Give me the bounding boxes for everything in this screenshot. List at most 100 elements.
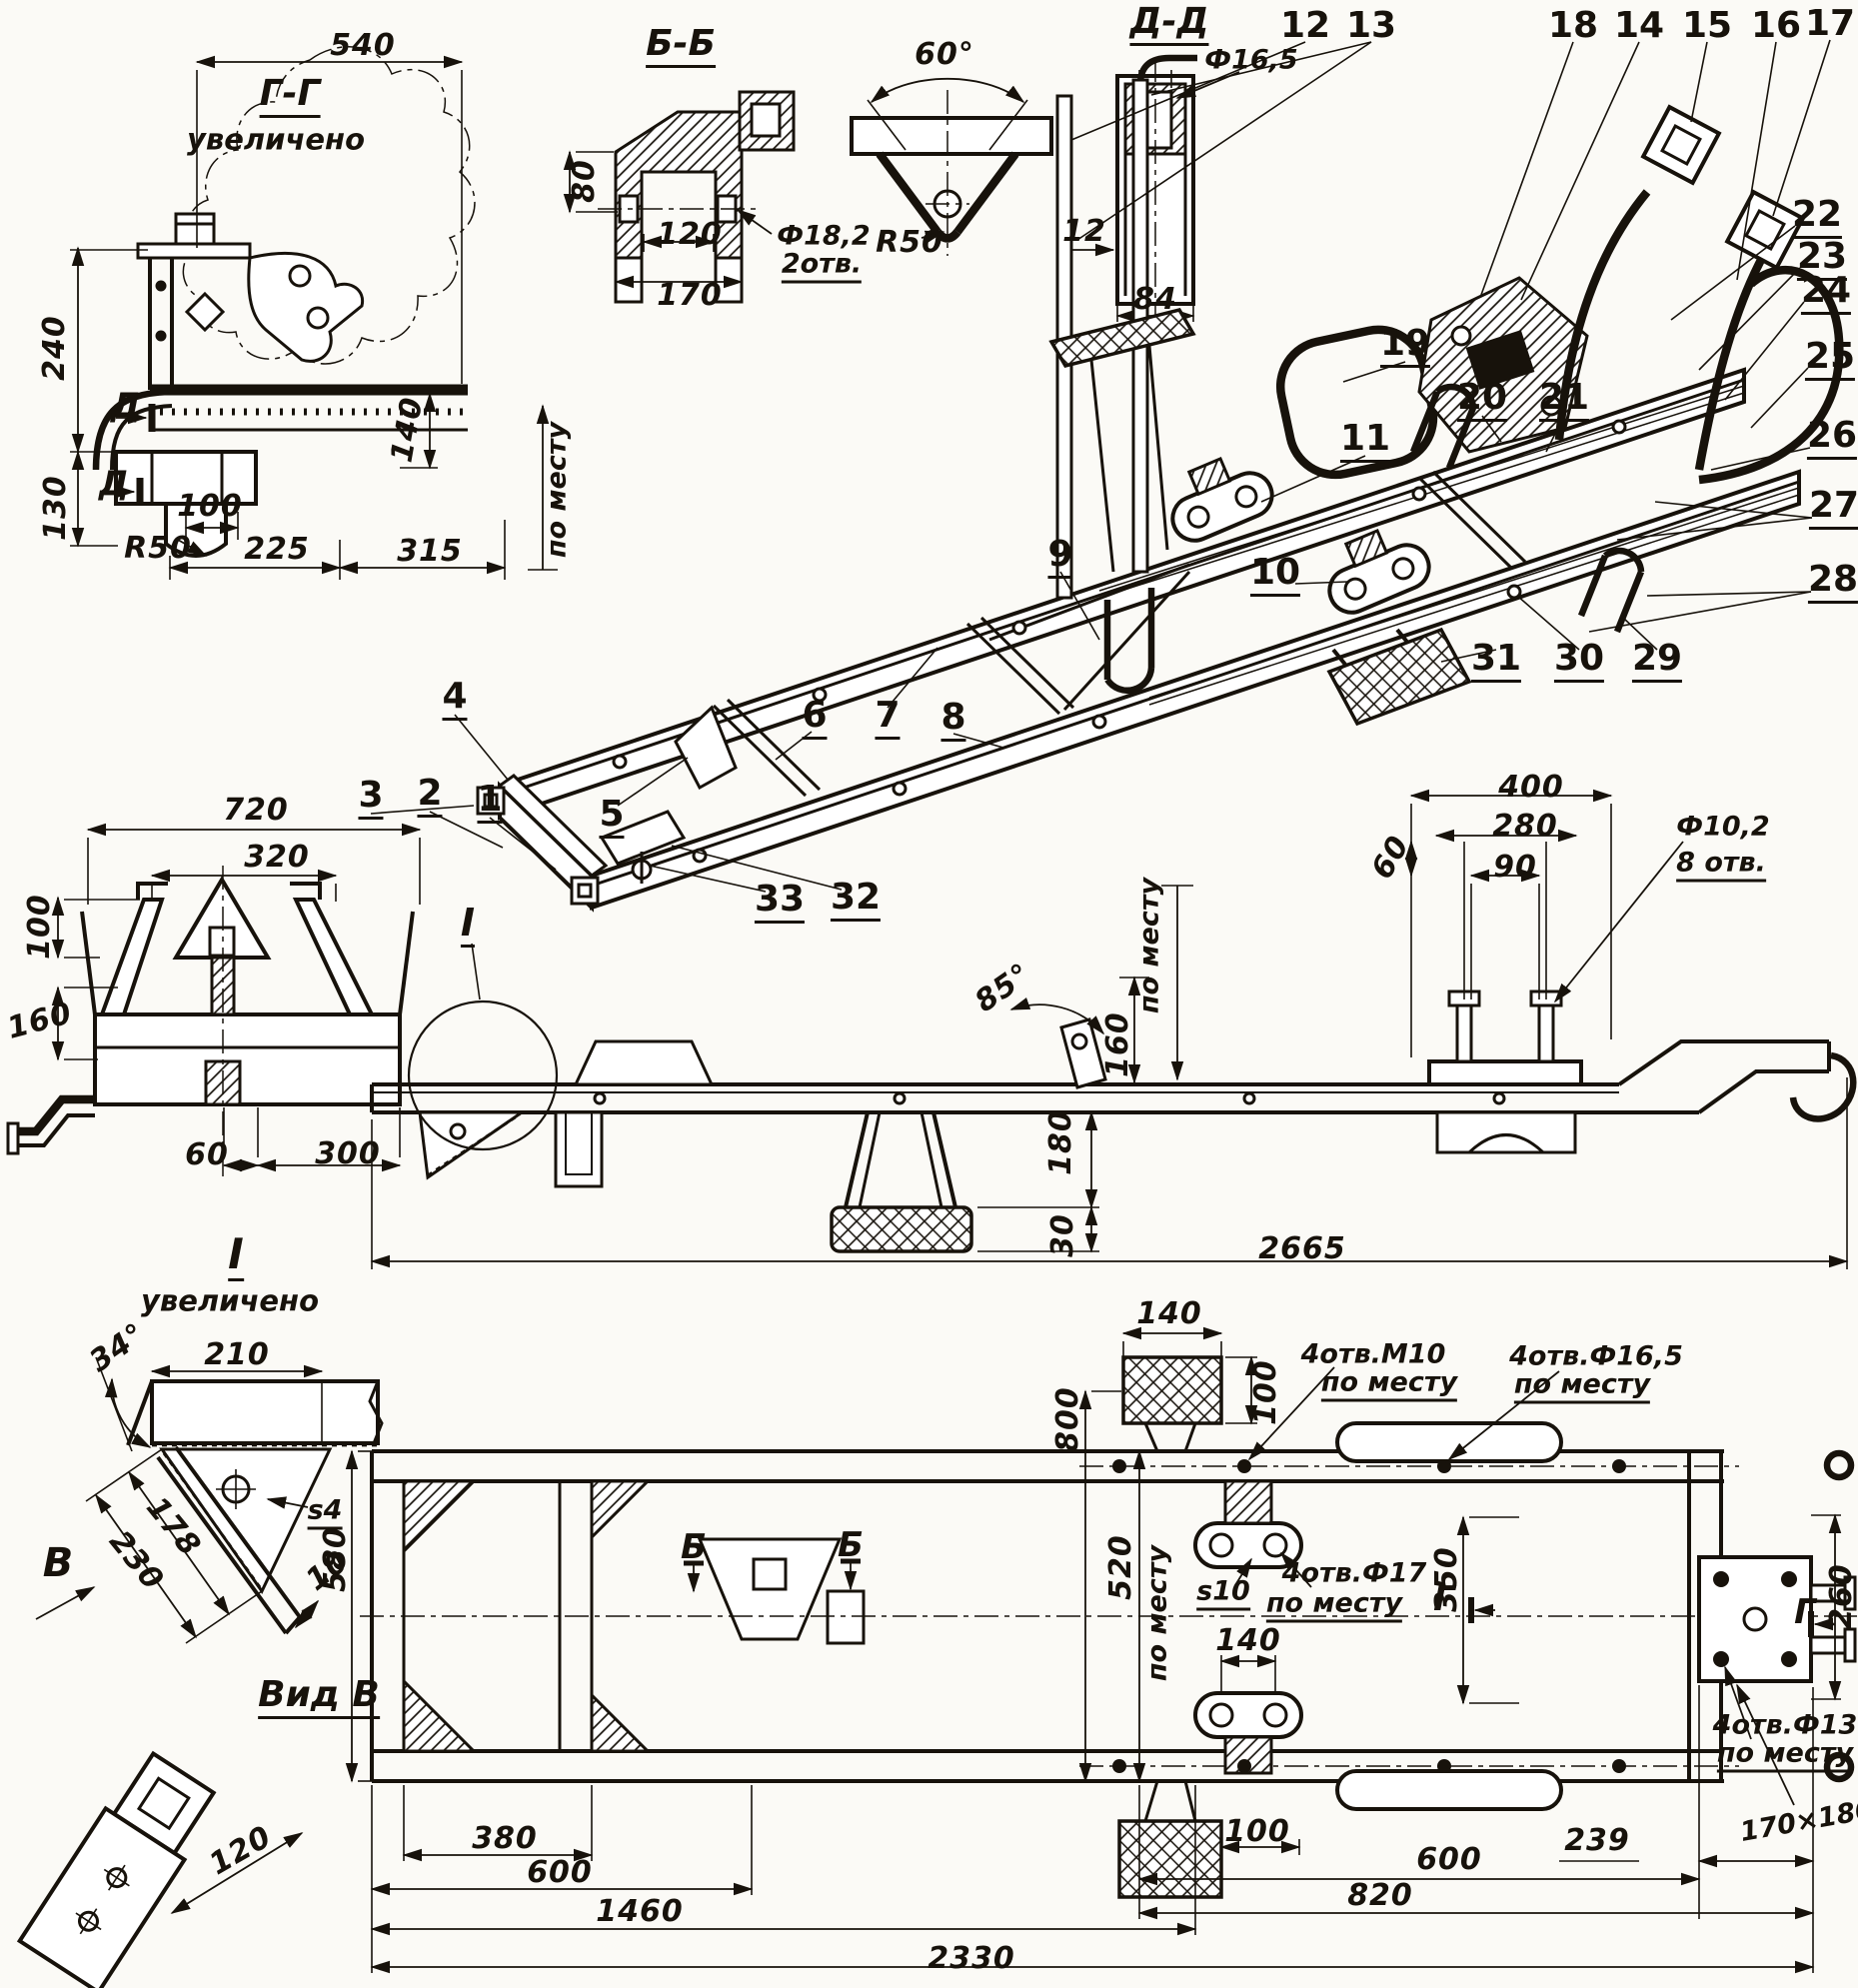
label-81-380: 380 [472,1821,538,1856]
label-78-820: 820 [1347,1878,1413,1913]
label-73-по_месту: по месту [1716,1740,1854,1773]
label-1-Г-Г: Г-Г [259,76,321,118]
label-48-2665: 2665 [1258,1231,1346,1266]
label-53-Ф10,2: Ф10,2 [1676,811,1770,843]
plan-view-drawing [345,1326,1857,1974]
label-23-12: 12 [1062,214,1106,249]
callout-17: 17 [1804,3,1856,44]
callout-21: 21 [1538,380,1590,422]
label-66-по_месту: по месту [1265,1590,1403,1623]
label-65-4отв.Ф17: 4отв.Ф17 [1281,1557,1427,1589]
label-79-2330: 2330 [928,1941,1015,1976]
callout-15: 15 [1681,5,1733,46]
callout-1: 1 [477,782,503,824]
callout-3: 3 [358,778,384,820]
weld-60-detail-drawing [850,77,1053,256]
section-bb-drawing [563,90,796,304]
label-60-4отв.Ф16,5: 4отв.Ф16,5 [1509,1340,1683,1372]
label-37-s4: s4 [307,1497,343,1530]
label-67-140: 140 [1215,1623,1281,1658]
label-51-90: 90 [1493,850,1537,885]
label-85-Б: Б [838,1525,864,1565]
label-47-30: 30 [1045,1213,1080,1257]
label-77-100: 100 [1224,1814,1290,1849]
label-31-I: I [228,1233,244,1281]
front-view-drawing [6,823,422,1181]
callout-4: 4 [442,679,468,721]
label-64-s10: s10 [1196,1578,1250,1611]
callout-12: 12 [1279,5,1331,46]
callout-29: 29 [1631,641,1683,683]
label-27-100: 100 [22,894,57,960]
callout-25: 25 [1804,339,1856,381]
callout-30: 30 [1553,641,1605,683]
label-5-Д: Д [110,386,142,426]
callout-26: 26 [1806,418,1858,460]
label-20-R50: R50 [876,225,943,260]
callout-7: 7 [875,698,901,740]
callout-33: 33 [754,882,806,924]
callout-10: 10 [1249,555,1301,597]
callout-22: 22 [1791,197,1843,239]
label-58-4отв.М10: 4отв.М10 [1300,1338,1446,1370]
label-29-60: 60 [185,1137,229,1172]
callout-20: 20 [1456,380,1508,422]
label-54-8_отв.: 8 отв. [1676,850,1766,883]
label-62-520: 520 [1103,1534,1138,1600]
label-42-I: I [460,904,476,948]
label-3-240: 240 [37,315,72,381]
isometric-frame-drawing [370,39,1844,913]
label-10-225: 225 [244,532,310,567]
label-80-580: 580 [318,1526,353,1592]
label-26-320: 320 [244,840,310,875]
label-39-В: В [42,1540,74,1586]
label-57-100: 100 [1248,1359,1283,1425]
callout-16: 16 [1750,5,1802,46]
label-19-60°: 60° [915,37,974,72]
label-16-170: 170 [657,278,723,313]
label-71-260: 260 [1824,1563,1858,1629]
label-61-по_месту: по месту [1513,1371,1651,1404]
label-56-800: 800 [1050,1386,1085,1452]
detail-I-drawing [16,1356,384,1988]
label-49-400: 400 [1498,770,1564,805]
label-15-120: 120 [657,217,723,252]
callout-28: 28 [1807,562,1858,604]
label-59-по_месту: по месту [1320,1369,1458,1402]
label-84-Б: Б [681,1527,707,1567]
label-0-540: 540 [330,28,396,63]
callout-5: 5 [599,797,625,839]
section-gg-drawing [70,46,558,580]
label-55-140: 140 [1136,1296,1202,1331]
label-50-280: 280 [1492,809,1558,844]
label-76-600: 600 [1416,1842,1482,1877]
label-72-4отв.Ф13: 4отв.Ф13 [1712,1709,1858,1741]
label-9-R50: R50 [124,531,192,566]
callout-11: 11 [1339,421,1391,463]
label-82-600: 600 [527,1855,593,1890]
callout-31: 31 [1470,641,1522,683]
callout-13: 13 [1345,5,1397,46]
callout-6: 6 [802,698,828,740]
label-30-300: 300 [315,1136,381,1171]
label-34-210: 210 [204,1337,270,1372]
callout-23: 23 [1796,239,1848,281]
callout-8: 8 [940,700,966,742]
label-46-180: 180 [1043,1109,1078,1175]
label-6-Д: Д [98,464,130,504]
callout-14: 14 [1613,5,1665,46]
label-44-по_месту: по месту [1133,877,1165,1014]
callout-18: 18 [1547,5,1599,46]
label-2-увеличено: увеличено [186,122,366,157]
label-18-2отв.: 2отв. [781,251,863,284]
label-7-100: 100 [177,489,243,524]
label-70-Г: Г [1794,1592,1816,1632]
label-11-315: 315 [397,534,463,569]
label-21-Д-Д: Д-Д [1129,4,1209,46]
callout-2: 2 [417,776,443,818]
callout-19: 19 [1379,326,1431,368]
label-40-Вид_В: Вид В [258,1677,380,1719]
label-12-по_месту: по месту [541,421,573,559]
